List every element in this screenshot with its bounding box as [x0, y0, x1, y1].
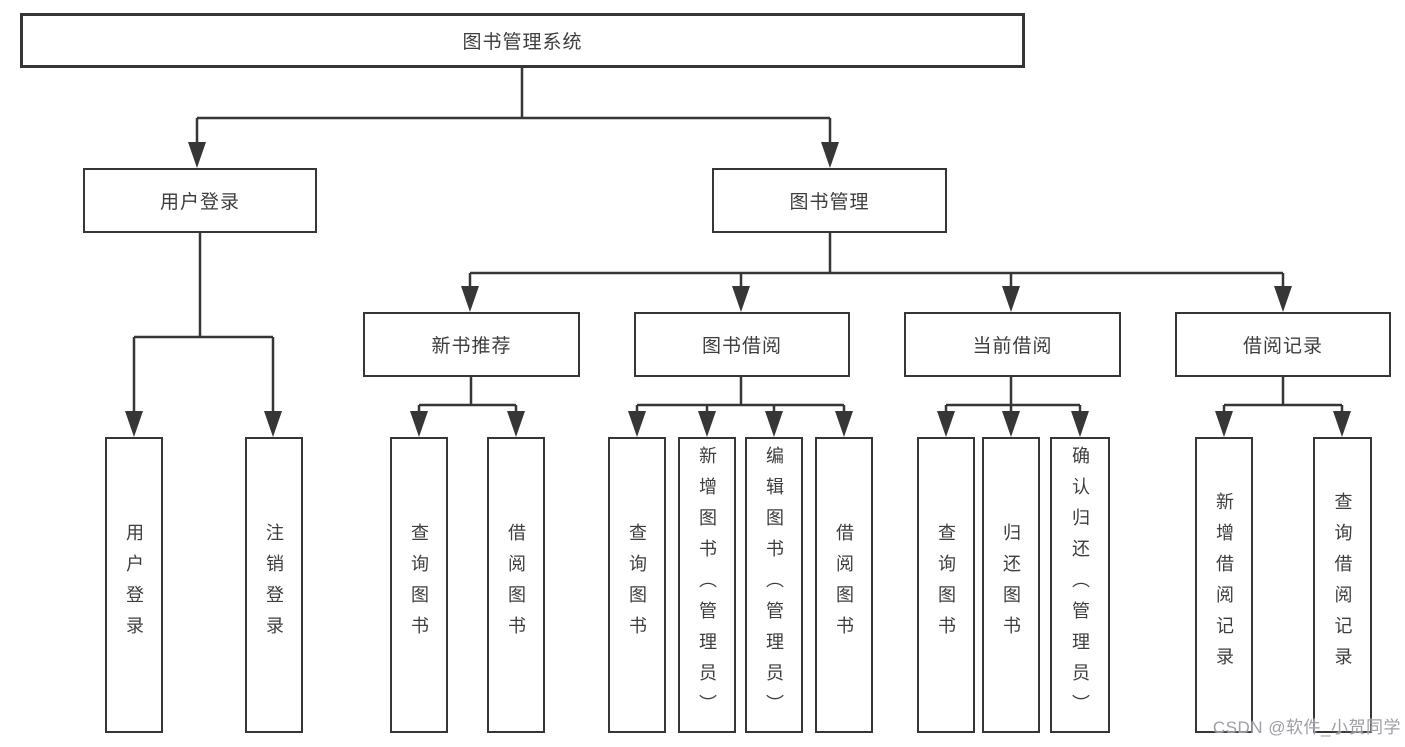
arrowheads: [125, 142, 1351, 437]
node-label: 确认归还（管理员）: [1070, 445, 1090, 725]
node-current-borrowing: 当前借阅: [904, 312, 1121, 377]
leaf-borrow-books-recommend: 借阅图书: [487, 437, 545, 733]
node-borrowing-records: 借阅记录: [1175, 312, 1391, 377]
node-label: 借阅图书: [506, 523, 526, 647]
node-label: 查询图书: [627, 523, 647, 647]
node-book-borrowing: 图书借阅: [634, 312, 850, 377]
node-label: 图书管理系统: [462, 32, 583, 53]
node-label: 查询图书: [409, 523, 429, 647]
node-book-management-branch: 图书管理: [712, 168, 947, 233]
node-label: 新书推荐: [431, 336, 512, 357]
node-label: 查询借阅记录: [1332, 492, 1353, 678]
leaf-query-books-borrowing: 查询图书: [608, 437, 666, 733]
node-root-library-system: 图书管理系统: [20, 13, 1025, 68]
leaf-logout: 注销登录: [245, 437, 303, 733]
node-label: 图书管理: [789, 192, 870, 213]
node-new-book-recommendation: 新书推荐: [363, 312, 580, 377]
node-label: 注销登录: [264, 523, 284, 647]
leaf-query-books-current: 查询图书: [917, 437, 975, 733]
node-label: 借阅记录: [1242, 336, 1323, 357]
node-user-login-branch: 用户登录: [83, 168, 317, 233]
leaf-return-books: 归还图书: [982, 437, 1040, 733]
leaf-add-books-admin: 新增图书（管理员）: [678, 437, 736, 733]
node-label: 编辑图书（管理员）: [764, 445, 784, 725]
node-label: 用户登录: [124, 523, 144, 647]
node-label: 借阅图书: [834, 523, 854, 647]
node-label: 归还图书: [1001, 523, 1021, 647]
csdn-watermark: CSDN @软件_小贺同学: [1212, 718, 1401, 737]
leaf-edit-books-admin: 编辑图书（管理员）: [745, 437, 803, 733]
leaf-confirm-return-admin: 确认归还（管理员）: [1050, 437, 1110, 733]
leaf-add-borrow-record: 新增借阅记录: [1195, 437, 1253, 733]
leaf-user-login: 用户登录: [105, 437, 163, 733]
node-label: 当前借阅: [972, 336, 1053, 357]
node-label: 新增图书（管理员）: [697, 445, 717, 725]
leaf-query-books-recommend: 查询图书: [390, 437, 448, 733]
node-label: 新增借阅记录: [1214, 492, 1234, 678]
tree-edges: [132, 68, 1344, 413]
node-label: 查询图书: [936, 523, 956, 647]
node-label: 用户登录: [159, 192, 240, 213]
leaf-borrow-books-borrowing: 借阅图书: [815, 437, 873, 733]
node-label: 图书借阅: [701, 336, 782, 357]
leaf-query-borrow-record: 查询借阅记录: [1313, 437, 1372, 733]
